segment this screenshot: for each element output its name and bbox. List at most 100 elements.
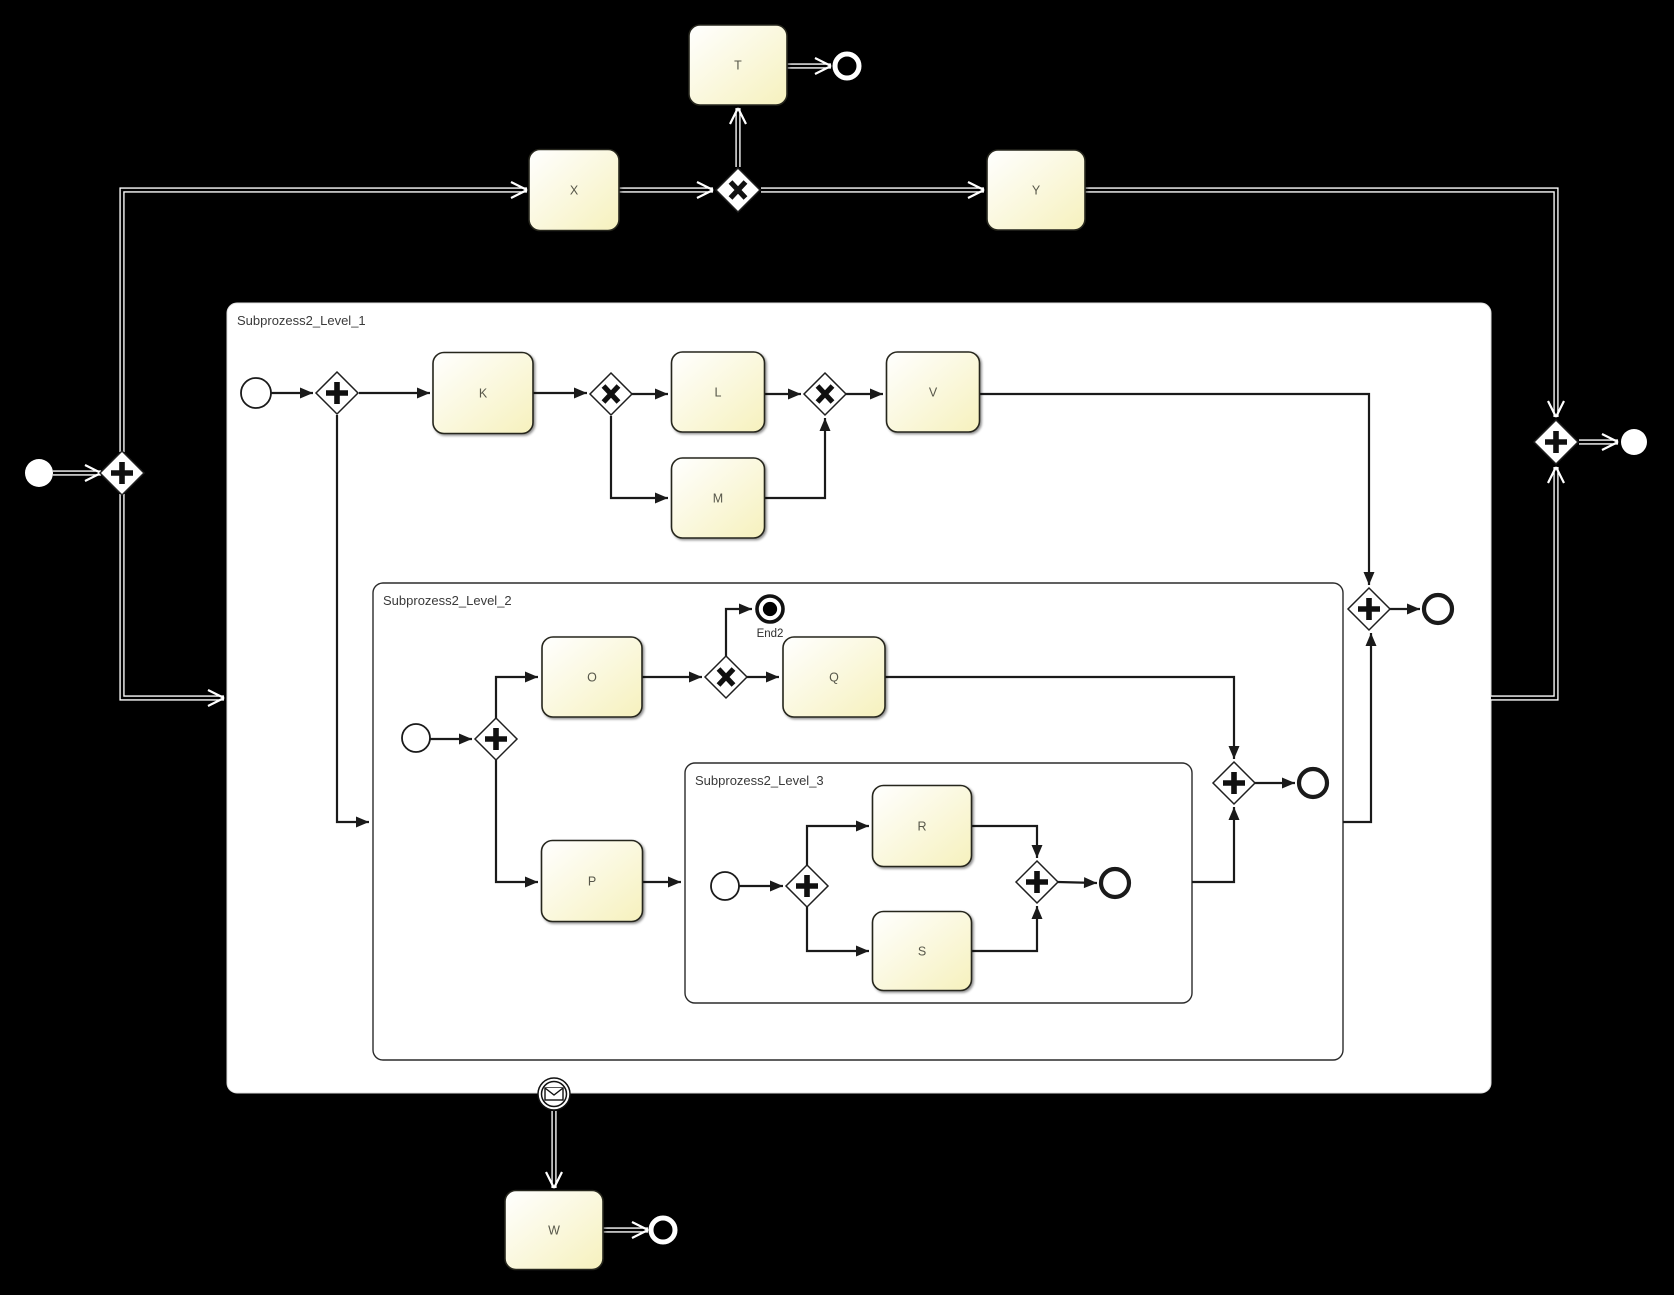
parallel-plus-icon: [111, 462, 133, 484]
arrowhead-icon: [655, 492, 668, 504]
task-K[interactable]: K: [432, 351, 534, 435]
task-S[interactable]: S: [871, 910, 973, 992]
task-P[interactable]: P: [540, 839, 644, 923]
task-Y[interactable]: Y: [986, 149, 1086, 231]
arrowhead-icon: [689, 671, 702, 683]
gateway-outer-join-right[interactable]: [1532, 418, 1580, 466]
task-K-shape[interactable]: [432, 351, 534, 435]
arrowhead-icon: [1031, 906, 1043, 919]
flow-l1-v-to-join: [980, 392, 1375, 585]
gateway-l1-join[interactable]: [1346, 586, 1392, 632]
open-arrowhead-icon: [1547, 466, 1565, 484]
flow-l1-start-to-split: [271, 387, 313, 399]
task-X[interactable]: X: [528, 148, 620, 232]
gateway-l2-join[interactable]: [1211, 760, 1257, 806]
event-end2-terminate[interactable]: End2: [755, 594, 785, 640]
flow-y-to-right-gateway: [1085, 187, 1565, 418]
flow-l2-q-to-join: [885, 675, 1240, 759]
task-W[interactable]: W: [504, 1189, 604, 1271]
event-start-level3[interactable]: [710, 871, 740, 901]
event-end-level1[interactable]: [1421, 592, 1455, 626]
event-end-after-t-circle[interactable]: [832, 51, 862, 81]
task-L[interactable]: L: [670, 351, 766, 433]
task-Y-shape[interactable]: [986, 149, 1086, 231]
task-V-shape[interactable]: [885, 351, 981, 433]
subprocess-level2-label: Subprozess2_Level_2: [383, 593, 512, 608]
event-start-main-circle[interactable]: [25, 459, 53, 487]
task-T[interactable]: T: [688, 24, 788, 106]
event-end-after-w-circle[interactable]: [648, 1215, 678, 1245]
gateway-l1-split[interactable]: [314, 370, 360, 416]
task-M-shape[interactable]: [670, 457, 766, 539]
subprocess-level3[interactable]: Subprozess2_Level_3: [684, 762, 1193, 1004]
event-end-main-circle[interactable]: [1621, 429, 1647, 455]
task-Y-label: Y: [1032, 184, 1041, 198]
flow-l2-p-to-level3: [643, 876, 681, 888]
task-Q-shape[interactable]: [782, 636, 886, 718]
task-R[interactable]: R: [871, 784, 973, 868]
task-T-shape[interactable]: [688, 24, 788, 106]
arrowhead-icon: [1083, 877, 1097, 889]
event-boundary-message[interactable]: [537, 1077, 571, 1111]
event-start-main[interactable]: [25, 459, 53, 487]
task-Q[interactable]: Q: [782, 636, 886, 718]
event-end-level3-circle[interactable]: [1098, 866, 1132, 900]
gateway-l2-split[interactable]: [473, 716, 519, 762]
gateway-outer-split-left[interactable]: [98, 449, 146, 497]
flow-l1-xor1-to-m: [609, 416, 668, 504]
gateway-l2-xor[interactable]: [703, 654, 749, 700]
event-end-after-t[interactable]: [832, 51, 862, 81]
flow-l3-join-to-end: [1057, 877, 1098, 889]
open-arrowhead-icon: [729, 107, 747, 125]
gateway-l1-xor-2[interactable]: [802, 371, 848, 417]
task-M[interactable]: M: [670, 457, 766, 539]
event-end2-terminate-label: End2: [757, 628, 784, 640]
message-envelope-flap-icon: [544, 1087, 564, 1096]
open-arrowhead-icon: [631, 1221, 649, 1239]
event-end-after-w[interactable]: [648, 1215, 678, 1245]
flow-l3-split-to-s: [805, 907, 869, 957]
gateway-l1-xor-1[interactable]: [588, 371, 634, 417]
task-T-label: T: [734, 59, 742, 73]
task-W-shape[interactable]: [504, 1189, 604, 1271]
flow-start-to-left-gateway: [53, 464, 102, 482]
event-end-main[interactable]: [1621, 429, 1647, 455]
task-S-shape[interactable]: [871, 910, 973, 992]
task-O[interactable]: O: [541, 636, 643, 718]
arrowhead-icon: [417, 387, 430, 399]
parallel-plus-icon: [1358, 598, 1380, 620]
flow-xor-to-y: [761, 181, 985, 199]
gateway-l3-split[interactable]: [784, 863, 830, 909]
task-S-label: S: [918, 945, 926, 959]
task-P-shape[interactable]: [540, 839, 644, 923]
event-start-level2-circle[interactable]: [401, 723, 431, 753]
event-start-level3-circle[interactable]: [710, 871, 740, 901]
arrowhead-icon: [356, 816, 369, 828]
event-end-level1-circle[interactable]: [1421, 592, 1455, 626]
event-start-level2[interactable]: [401, 723, 431, 753]
flow-left-gateway-to-x: [119, 181, 528, 452]
task-V[interactable]: V: [885, 351, 981, 433]
event-end-level2[interactable]: [1296, 766, 1330, 800]
task-L-shape[interactable]: [670, 351, 766, 433]
task-W-label: W: [548, 1224, 560, 1238]
task-X-label: X: [570, 184, 579, 198]
parallel-plus-icon: [1223, 772, 1245, 794]
task-R-label: R: [917, 820, 926, 834]
open-arrowhead-icon: [696, 181, 714, 199]
gateway-l3-join[interactable]: [1014, 859, 1060, 905]
flow-l2-xor-to-q: [747, 671, 779, 683]
gateway-outer-xor-top[interactable]: [714, 166, 762, 214]
flow-l2-start-to-split: [430, 733, 472, 745]
event-end-level2-circle[interactable]: [1296, 766, 1330, 800]
task-R-shape[interactable]: [871, 784, 973, 868]
arrowhead-icon: [870, 388, 883, 400]
event-start-level1-circle[interactable]: [240, 377, 272, 409]
task-X-shape[interactable]: [528, 148, 620, 232]
arrowhead-icon: [856, 945, 869, 957]
event-end-level3[interactable]: [1098, 866, 1132, 900]
event-start-level1[interactable]: [240, 377, 272, 409]
task-O-shape[interactable]: [541, 636, 643, 718]
flow-l3-split-to-r: [805, 820, 869, 865]
